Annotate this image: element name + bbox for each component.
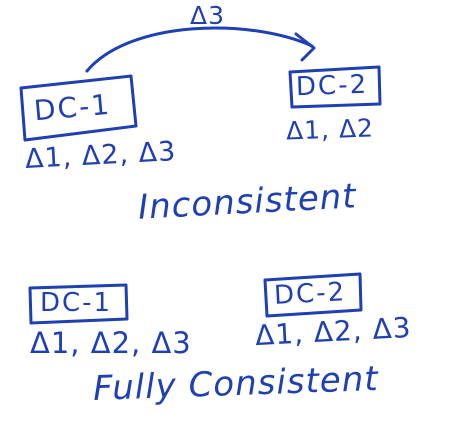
- bottom-dc1-deltas: Δ1, Δ2, Δ3: [30, 326, 192, 360]
- arrow-label: Δ3: [190, 1, 226, 30]
- bottom-dc2-label: DC-2: [273, 277, 347, 311]
- replication-arrow-head: [294, 32, 316, 62]
- replication-arrow: [85, 26, 314, 73]
- bottom-status: Fully Consistent: [92, 359, 380, 409]
- bottom-dc1-box: [28, 283, 129, 325]
- bottom-dc2-deltas: Δ1, Δ2, Δ3: [254, 310, 413, 353]
- top-status: Inconsistent: [137, 176, 358, 228]
- top-dc1-box: [19, 74, 138, 142]
- top-dc1-label: DC-1: [32, 87, 113, 128]
- top-dc2-label: DC-2: [295, 69, 369, 103]
- bottom-dc1-label: DC-1: [40, 288, 113, 318]
- top-dc1-deltas: Δ1, Δ2, Δ3: [24, 136, 177, 175]
- top-dc2-deltas: Δ1, Δ2: [285, 113, 375, 146]
- top-dc2-box: [288, 65, 382, 109]
- bottom-dc2-box: [263, 272, 363, 318]
